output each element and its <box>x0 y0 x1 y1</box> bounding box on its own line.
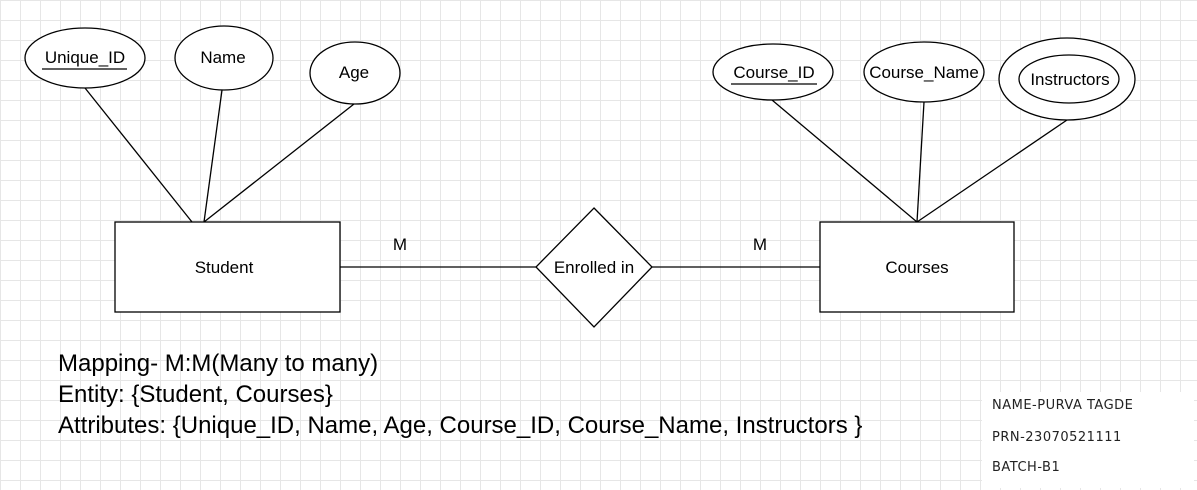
attribute-unique-id-label: Unique_ID <box>45 48 125 67</box>
relationship-label: Enrolled in <box>554 258 634 277</box>
student-name: NAME-PURVA TAGDE <box>992 398 1134 413</box>
connector-age <box>203 103 355 223</box>
relationship-diamond <box>535 207 653 328</box>
connector-course-name <box>916 101 925 223</box>
attribute-unique-id-ellipse <box>24 27 146 89</box>
attribute-course-name-ellipse <box>863 41 985 103</box>
attribute-name-label: Name <box>200 48 245 67</box>
student-info-block: NAME-PURVA TAGDE PRN-23070521111 BATCH-B… <box>982 392 1194 488</box>
mapping-note: Mapping- M:M(Many to many) <box>58 350 379 377</box>
diagram-notes: Mapping- M:M(Many to many) Entity: {Stud… <box>58 348 862 441</box>
entity-courses-box <box>819 221 1015 313</box>
connector-unique-id <box>84 87 193 223</box>
cardinality-courses-side: M <box>753 235 767 254</box>
attribute-instructors-label: Instructors <box>1030 70 1109 89</box>
connector-instructors <box>916 119 1068 223</box>
attribute-course-id-ellipse <box>712 43 834 101</box>
entity-student-label: Student <box>195 258 254 277</box>
entity-courses-label: Courses <box>885 258 948 277</box>
attribute-course-id-label: Course_ID <box>733 63 814 82</box>
student-prn: PRN-23070521111 <box>992 430 1122 445</box>
entity-note: Entity: {Student, Courses} <box>58 381 333 408</box>
attribute-name-ellipse <box>174 25 274 91</box>
cardinality-student-side: M <box>393 235 407 254</box>
attribute-age-ellipse <box>309 41 401 105</box>
attribute-course-name-label: Course_Name <box>869 63 979 82</box>
student-batch: BATCH-B1 <box>992 460 1061 475</box>
attribute-age-label: Age <box>339 63 369 82</box>
attributes-note: Attributes: {Unique_ID, Name, Age, Cours… <box>58 412 863 439</box>
connector-name <box>203 89 223 223</box>
entity-student-box <box>114 221 341 313</box>
attribute-instructors-inner-ellipse <box>1018 54 1120 104</box>
connector-course-id <box>771 99 918 223</box>
